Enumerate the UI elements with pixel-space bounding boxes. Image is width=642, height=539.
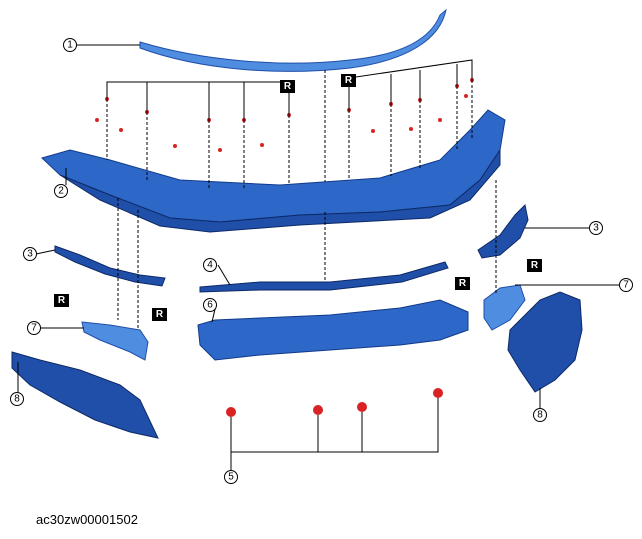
callout-3-left: 3 xyxy=(23,247,37,261)
callout-3-right: 3 xyxy=(589,221,603,235)
part-7-right-bracket xyxy=(483,284,526,331)
callout-5: 5 xyxy=(224,470,238,484)
figure-caption: ac30zw00001502 xyxy=(36,512,138,527)
svg-text:5: 5 xyxy=(228,472,234,483)
svg-text:R: R xyxy=(345,75,353,86)
callout-8-left: 8 xyxy=(10,392,24,406)
svg-text:7: 7 xyxy=(31,323,37,334)
callout-8-right: 8 xyxy=(533,408,547,422)
part-2-bumper-shade xyxy=(59,148,501,233)
svg-text:2: 2 xyxy=(58,186,64,197)
svg-text:R: R xyxy=(58,295,66,306)
reuse-mark-left-a: R xyxy=(54,294,69,307)
reuse-mark-top-left: R xyxy=(280,80,295,93)
part-8-right-support xyxy=(507,291,583,393)
svg-text:8: 8 xyxy=(14,394,20,405)
callout-leaders xyxy=(17,44,620,408)
svg-text:R: R xyxy=(284,81,292,92)
callout-1: 1 xyxy=(63,38,77,52)
part-8-left-support xyxy=(11,351,159,439)
svg-text:6: 6 xyxy=(207,300,213,311)
bumper-guides xyxy=(106,70,497,330)
reuse-leaders xyxy=(106,59,473,120)
part-3-left-bracket xyxy=(54,245,166,287)
svg-text:3: 3 xyxy=(27,249,33,260)
svg-text:3: 3 xyxy=(593,223,599,234)
callout-4: 4 xyxy=(203,258,217,272)
svg-text:8: 8 xyxy=(537,410,543,421)
part-7-left-bracket xyxy=(81,321,149,361)
svg-text:R: R xyxy=(459,278,467,289)
part-1-molding xyxy=(139,8,447,72)
part-5-leaders xyxy=(230,398,439,470)
reuse-mark-left-b: R xyxy=(152,308,167,321)
svg-text:R: R xyxy=(531,260,539,271)
reuse-mark-top-right: R xyxy=(341,74,356,87)
part-5-clips xyxy=(226,388,443,417)
callout-7-right: 7 xyxy=(619,278,633,292)
reuse-mark-right-a: R xyxy=(527,259,542,272)
callout-7-left: 7 xyxy=(27,321,41,335)
svg-text:4: 4 xyxy=(207,260,213,271)
callout-2: 2 xyxy=(54,184,68,198)
callout-6: 6 xyxy=(203,298,217,312)
reuse-mark-right-b: R xyxy=(455,277,470,290)
part-4-bar xyxy=(199,261,449,293)
svg-text:R: R xyxy=(156,309,164,320)
part-6-absorber xyxy=(197,299,469,361)
svg-text:7: 7 xyxy=(623,280,629,291)
part-3-right-bracket xyxy=(477,203,529,259)
svg-text:1: 1 xyxy=(67,40,73,51)
